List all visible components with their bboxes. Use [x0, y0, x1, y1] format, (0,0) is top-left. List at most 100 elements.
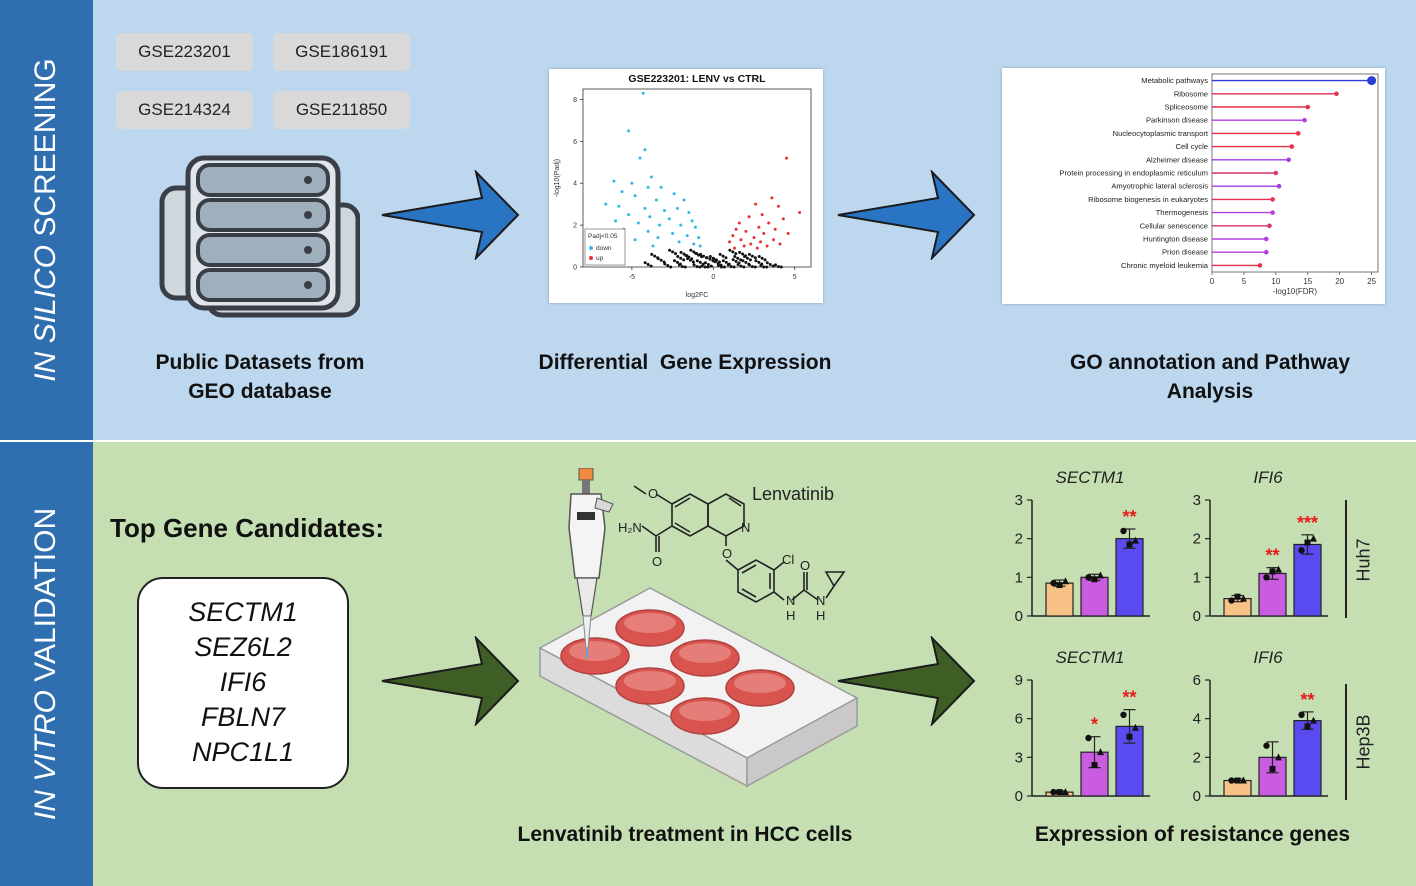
data-point-up — [760, 213, 764, 217]
x-tick-label: 15 — [1303, 277, 1312, 286]
y-tick-label: 2 — [1015, 531, 1023, 548]
replicate-point — [1240, 776, 1247, 784]
data-point-ns — [718, 252, 722, 256]
pathway-label: Parkinson disease — [1146, 116, 1208, 125]
replicate-point — [1132, 723, 1139, 731]
data-point-down — [675, 206, 679, 210]
lollipop-head — [1257, 263, 1263, 268]
data-point-down — [651, 244, 655, 248]
data-point-down — [682, 198, 686, 202]
atom-label: H — [816, 608, 825, 623]
lollipop-head — [1295, 131, 1301, 136]
bar-chart-title: SECTM1 — [1055, 648, 1125, 667]
arrow-right-icon — [837, 636, 976, 726]
atom-label: H₂N — [618, 520, 642, 535]
data-point-ns — [724, 260, 728, 264]
replicate-point — [1298, 547, 1305, 554]
data-point-up — [776, 204, 780, 208]
replicate-point — [1298, 711, 1305, 718]
replicate-point — [1234, 777, 1241, 784]
replicate-point — [1085, 574, 1092, 581]
data-point-down — [677, 240, 681, 244]
arrow-right-icon — [837, 170, 976, 260]
data-point-ns — [712, 257, 716, 261]
legend-marker-down — [589, 246, 593, 250]
data-point-ns — [682, 258, 686, 262]
gene-candidate: IFI6 — [219, 667, 267, 697]
data-point-ns — [692, 263, 696, 267]
data-point-ns — [753, 265, 757, 269]
data-point-ns — [663, 262, 667, 266]
data-point-up — [785, 156, 789, 160]
y-tick-label: 6 — [1193, 672, 1201, 689]
data-point-down — [667, 217, 671, 221]
dataset-chip: GSE214324 — [116, 91, 253, 129]
replicate-point — [1091, 576, 1098, 583]
y-tick-label: 2 — [1193, 749, 1201, 766]
data-point-ns — [715, 258, 719, 262]
data-point-down — [690, 219, 694, 223]
group-bracket — [1345, 500, 1347, 618]
significance-mark: ** — [1122, 688, 1136, 708]
screening-band: IN SILICO SCREENING — [0, 0, 93, 440]
data-point-ns — [671, 250, 675, 254]
pipette-icon — [568, 468, 614, 658]
data-point-up — [731, 234, 735, 238]
data-point-ns — [731, 250, 735, 254]
x-axis-label: log2FC — [686, 292, 709, 299]
data-point-ns — [680, 265, 684, 269]
lenvatinib-structure: O N H₂N O O Cl O N H N H — [618, 485, 846, 623]
arrow-right-icon — [381, 170, 520, 260]
data-point-ns — [747, 252, 751, 256]
x-tick-label: 25 — [1367, 277, 1376, 286]
data-point-ns — [724, 256, 728, 260]
data-point-ns — [753, 256, 757, 260]
y-tick-label: 0 — [1015, 608, 1023, 625]
data-point-ns — [683, 265, 687, 269]
replicate-point — [1050, 788, 1057, 796]
data-point-ns — [679, 250, 683, 254]
data-point-ns — [765, 265, 769, 269]
data-point-ns — [732, 265, 736, 269]
y-tick-label: 3 — [1015, 749, 1023, 766]
lollipop-head — [1305, 104, 1311, 110]
well-plate-icon — [538, 587, 859, 788]
cell-plate-illustration — [538, 468, 859, 788]
data-point-ns — [768, 262, 772, 266]
replicate-point — [1240, 594, 1247, 602]
data-point-down — [646, 185, 650, 189]
data-point-ns — [779, 265, 783, 269]
data-point-ns — [673, 259, 677, 263]
significance-mark: ** — [1265, 546, 1279, 566]
y-tick-label: 1 — [1193, 569, 1201, 586]
replicate-point — [1085, 734, 1092, 742]
data-point-ns — [650, 252, 654, 256]
replicate-point — [1120, 711, 1127, 718]
data-point-down — [697, 236, 701, 240]
data-point-ns — [742, 265, 746, 269]
replicate-point — [1275, 565, 1282, 573]
data-point-ns — [741, 252, 745, 256]
replicate-point — [1056, 789, 1063, 796]
y-tick-label: 9 — [1015, 672, 1023, 689]
lollipop-head — [1289, 144, 1295, 149]
data-point-ns — [653, 254, 657, 258]
pathway-label: Alzheimer disease — [1146, 155, 1208, 164]
y-tick-label: 2 — [573, 223, 577, 230]
data-point-ns — [700, 255, 704, 259]
data-point-down — [627, 213, 631, 217]
data-point-up — [732, 246, 736, 250]
replicate-point — [1269, 568, 1276, 575]
data-point-ns — [765, 261, 769, 265]
bar-chart-title: IFI6 — [1253, 468, 1283, 487]
y-tick-label: 2 — [1193, 531, 1201, 548]
data-point-down — [614, 219, 618, 223]
y-tick-label: 0 — [573, 265, 577, 272]
data-point-ns — [703, 261, 707, 265]
data-point-down — [698, 244, 702, 248]
group-bracket — [1345, 684, 1347, 800]
lollipop-head — [1263, 249, 1269, 255]
replicate-point — [1263, 574, 1270, 581]
pathway-label: Ribosome biogenesis in eukaryotes — [1088, 195, 1208, 204]
